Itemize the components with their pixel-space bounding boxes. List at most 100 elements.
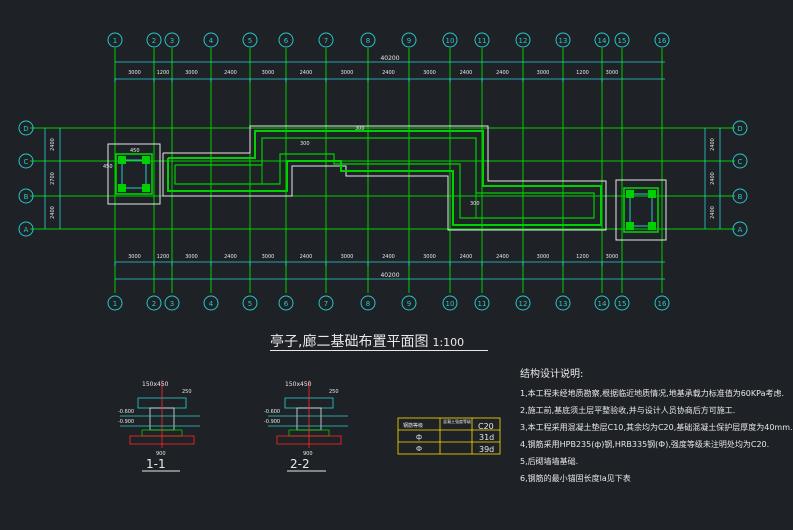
top-axis-label: 2 — [152, 37, 156, 45]
section-2-2-beam: 150x450 — [285, 381, 312, 388]
top-axis-bubble — [242, 32, 258, 48]
beam-label-3: 300 — [470, 201, 480, 207]
top-axis-bubble — [654, 32, 670, 48]
section-2-2-label: 2-2 — [290, 457, 310, 471]
row-dimension-left: 2400 — [50, 138, 56, 151]
left-axis-label: B — [24, 193, 29, 201]
row-dimension-right: 2400 — [710, 172, 716, 185]
pavilion-footing-right — [615, 179, 667, 241]
top-axis-bubble — [164, 32, 180, 48]
top-axis-bubble — [146, 32, 162, 48]
bottom-axis-label: 14 — [598, 300, 607, 308]
top-axis-bubble — [515, 32, 531, 48]
corridor-strip-footing — [162, 125, 607, 231]
span-dimension-bottom: 3000 — [185, 254, 198, 260]
span-dimension-top: 3000 — [128, 70, 141, 76]
span-dimension-bottom: 3000 — [606, 254, 619, 260]
top-axis-bubble — [360, 32, 376, 48]
bottom-axis-bubble — [474, 295, 490, 311]
pavilion-footing-left — [107, 143, 161, 205]
span-dimension-top: 2400 — [300, 70, 313, 76]
row-dimension-left: 2700 — [50, 172, 56, 185]
section-1-1-lower: 900 — [156, 451, 166, 457]
bottom-axis-bubble — [515, 295, 531, 311]
bottom-axis-label: 3 — [170, 300, 174, 308]
right-axis-bubble — [732, 153, 748, 169]
left-axis-label: C — [24, 158, 29, 166]
span-dimension-bottom: 2400 — [460, 254, 473, 260]
top-axis-bubble — [442, 32, 458, 48]
rebar-table-grade: C20 — [478, 422, 494, 431]
top-axis-label: 10 — [446, 37, 455, 45]
section-1-1-label: 1-1 — [146, 457, 166, 471]
span-dimension-top: 3000 — [606, 70, 619, 76]
note-item: 6,钢筋的最小锚固长度la见下表 — [520, 474, 631, 483]
span-dimension-bottom: 2400 — [496, 254, 509, 260]
notes-heading: 结构设计说明: — [520, 369, 584, 380]
rebar-table-header-left: 钢筋等级 — [403, 422, 423, 429]
structural-notes: 结构设计说明: 1,本工程未经地质勘察,根据临近地质情况,地基承载力标准值为60… — [520, 369, 793, 492]
top-axis-bubble — [614, 32, 630, 48]
top-axis-label: 3 — [170, 37, 174, 45]
span-dimension-bottom: 3000 — [128, 254, 141, 260]
note-item: 4,钢筋采用HPB235(ф)钢,HRB335钢(Ф),强度等级未注明处均为C2… — [520, 440, 770, 449]
rebar-table — [397, 417, 501, 455]
bottom-axis-label: 5 — [248, 300, 252, 308]
span-dimension-top: 1200 — [576, 70, 589, 76]
total-dimension-bottom: 40200 — [380, 272, 399, 279]
span-dimension-bottom: 3000 — [423, 254, 436, 260]
section-1-1-elev2: -0.900 — [118, 419, 134, 425]
bottom-axis-label: 9 — [407, 300, 411, 308]
footing-dim-label-top: 450 — [130, 148, 140, 154]
bottom-axis-label: 10 — [446, 300, 455, 308]
bottom-axis-bubble — [164, 295, 180, 311]
note-item: 2,施工前,基底须土层平整验收,并与设计人员协商后方可施工. — [520, 406, 736, 415]
note-item: 1,本工程未经地质勘察,根据临近地质情况,地基承载力标准值为60KPa考虑. — [520, 389, 785, 398]
bottom-axis-bubble — [614, 295, 630, 311]
span-dimension-bottom: 3000 — [537, 254, 550, 260]
top-axis-label: 14 — [598, 37, 607, 45]
top-axis-label: 11 — [478, 37, 487, 45]
beam-label-2: 300 — [355, 126, 365, 132]
bottom-axis-bubble — [107, 295, 123, 311]
rebar-table-steel-1: ф — [416, 433, 422, 441]
top-axis-bubble — [318, 32, 334, 48]
bottom-axis-bubble — [318, 295, 334, 311]
note-item: 3,本工程采用混凝土垫层C10,其余均为C20,基础混凝土保护层厚度为40mm. — [520, 423, 793, 432]
beam-label: 300 — [300, 141, 310, 147]
right-axis-label: A — [738, 226, 743, 234]
section-2-2 — [268, 380, 348, 448]
bottom-axis-bubble — [442, 295, 458, 311]
section-2-2-lower: 900 — [303, 451, 313, 457]
bottom-axis-bubble — [654, 295, 670, 311]
top-axis-label: 6 — [284, 37, 289, 45]
row-dimension-left: 2400 — [50, 206, 56, 219]
right-axis-label: D — [737, 125, 742, 133]
top-axis-label: 12 — [519, 37, 528, 45]
bottom-axis-label: 8 — [366, 300, 370, 308]
right-axis-bubble — [732, 188, 748, 204]
span-dimension-top: 3000 — [341, 70, 354, 76]
span-dimension-top: 3000 — [537, 70, 550, 76]
bottom-axis-bubble — [401, 295, 417, 311]
bottom-axis-label: 2 — [152, 300, 156, 308]
drawing-title-text: 亭子,廊二基础布置平面图 — [270, 334, 429, 350]
total-dimension-top: 40200 — [380, 55, 399, 62]
section-2-2-elev1: -0.600 — [264, 409, 280, 415]
footing-dim-label: 450 — [103, 164, 113, 170]
left-axis-label: A — [24, 226, 29, 234]
span-dimension-bottom: 1200 — [157, 254, 170, 260]
section-2-2-elev2: -0.900 — [264, 419, 280, 425]
top-axis-bubble — [474, 32, 490, 48]
top-axis-label: 15 — [618, 37, 627, 45]
bottom-axis-label: 13 — [559, 300, 568, 308]
span-dimension-bottom: 1200 — [576, 254, 589, 260]
bottom-axis-bubble — [203, 295, 219, 311]
section-2-2-width: 250 — [329, 389, 339, 395]
bottom-axis-label: 7 — [324, 300, 328, 308]
